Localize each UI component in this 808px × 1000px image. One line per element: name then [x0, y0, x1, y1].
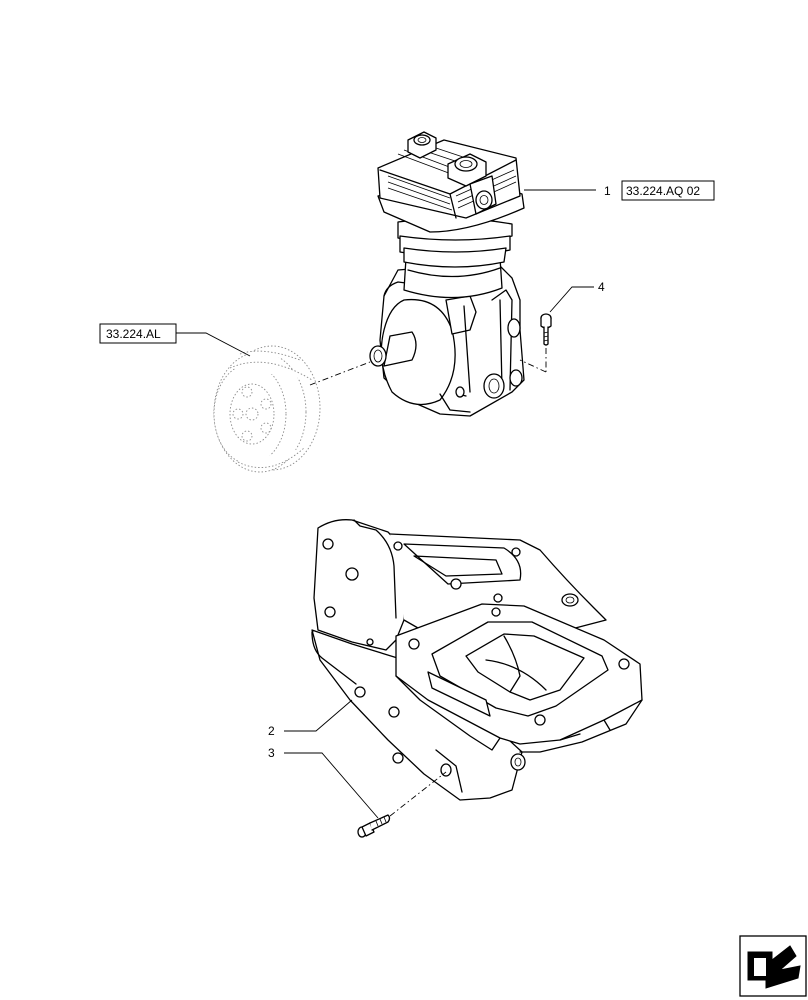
callouts: 1 33.224.AQ 02 33.224.AL 4 2 3: [99, 180, 715, 819]
callout-2: 2: [268, 724, 275, 738]
bolt-3-axis: [389, 771, 447, 817]
ref-box-compressor[interactable]: [621, 180, 715, 201]
pulley: [213, 345, 321, 473]
ref-pulley[interactable]: 33.224.AL: [106, 327, 161, 341]
callout-1: 1: [604, 184, 611, 198]
callout-4: 4: [598, 280, 605, 294]
bolt-item-4: [540, 313, 552, 346]
arrow-icon[interactable]: [739, 935, 807, 997]
bolt-item-3: [357, 814, 391, 838]
air-compressor: [369, 131, 525, 417]
compressor-support-bracket: [311, 519, 643, 801]
callout-3: 3: [268, 746, 275, 760]
pulley-axis-line: [309, 361, 371, 386]
bolt-4-axis-b: [519, 359, 547, 373]
ref-compressor[interactable]: 33.224.AQ 02: [626, 184, 700, 198]
ref-box-pulley[interactable]: [99, 323, 177, 344]
